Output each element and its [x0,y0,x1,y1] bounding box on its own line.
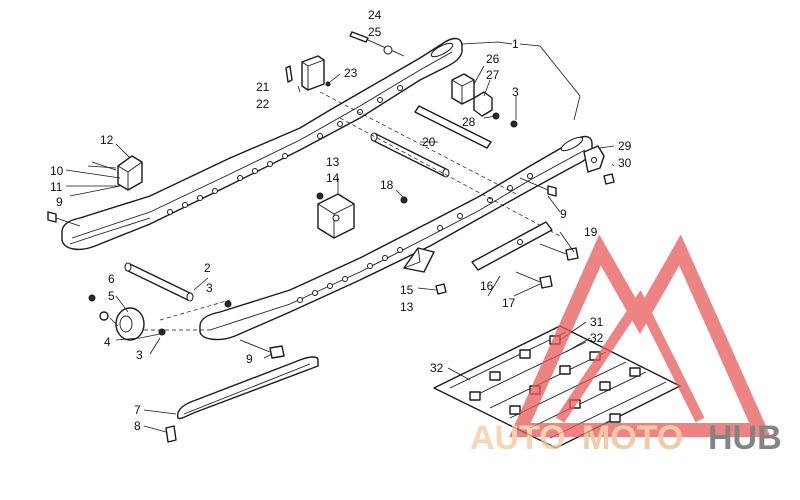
rail-holes-upper [167,85,403,215]
callout-8: 8 [134,419,141,433]
callout-21: 21 [256,80,270,94]
callout-3-bottom: 3 [136,348,143,362]
callout-19: 19 [584,225,598,239]
shaft-2 [124,262,194,302]
callout-30: 30 [618,156,632,170]
callout-28: 28 [462,115,476,129]
callout-12: 12 [100,133,114,147]
rubber-stop [451,73,493,117]
callout-9-left: 9 [56,195,63,209]
callout-6: 6 [108,272,115,286]
strap-16 [471,221,553,271]
callout-2: 2 [204,261,211,275]
callout-17: 17 [502,296,516,310]
wear-strip-7 [177,356,319,420]
bracket-15-13 [403,247,435,273]
rear-bracket-12 [91,155,143,191]
callout-26: 26 [486,52,500,66]
slide-rail-upper [61,37,463,251]
bumper-block-top [301,55,331,91]
callout-13-lower: 13 [400,300,414,314]
bracket-29-30 [583,145,605,173]
callout-9-right: 9 [560,207,567,221]
callout-4: 4 [104,335,111,349]
callout-3-top: 3 [512,85,519,99]
callout-11: 11 [50,180,63,194]
callout-31: 31 [590,315,604,329]
callout-18: 18 [380,178,394,192]
watermark-text-moto: MOTO [582,419,683,457]
callout-13-upper: 13 [326,155,340,169]
callout-9-bottom: 9 [246,352,253,366]
callout-1: 1 [512,37,519,51]
rail-holes-lower [297,173,533,303]
bolts [47,31,615,443]
callout-16: 16 [480,279,494,293]
callout-27: 27 [486,68,500,82]
callout-29: 29 [618,139,632,153]
callout-3-mid: 3 [206,281,213,295]
watermark-text-auto: AUTO [470,419,566,457]
callout-5: 5 [108,289,115,303]
callout-20: 20 [422,135,436,149]
callout-23: 23 [344,66,358,80]
alignment-lines [130,91,561,331]
callout-24: 24 [368,8,382,22]
callout-25: 25 [368,25,382,39]
callout-32-left: 32 [430,361,444,375]
watermark: AUTO MOTO HUB [470,234,782,457]
callout-22: 22 [256,97,270,111]
bracket-13-14 [317,193,355,239]
idler-wheel-5 [99,307,166,341]
callout-15: 15 [400,283,414,297]
leader-lines [65,41,615,433]
watermark-text-hub: HUB [708,419,782,457]
callout-14: 14 [326,171,340,185]
callout-32-right: 32 [590,331,604,345]
callout-labels: 24 25 1 26 27 3 21 23 22 28 12 20 29 30 … [50,8,632,433]
callout-7: 7 [134,403,141,417]
watermark-logo-icon [509,234,771,437]
callout-10: 10 [50,164,64,178]
